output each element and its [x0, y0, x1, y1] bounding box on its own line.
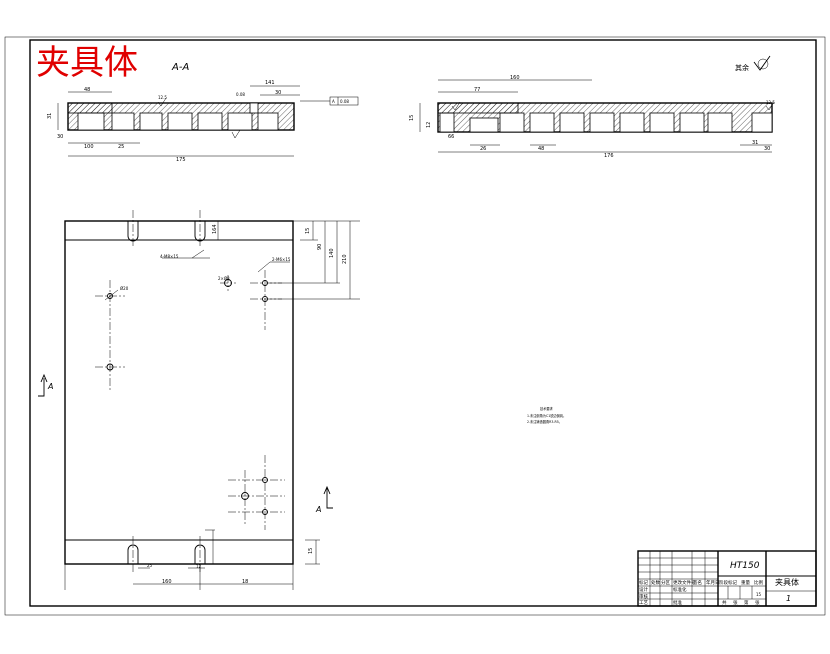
title-block: HT150 夹具体 1 15 标记 处数 分区 更改文件号 签名 年月日 设计 … [637, 550, 817, 607]
svg-text:A: A [47, 382, 53, 391]
part-name: 夹具体 [775, 577, 799, 587]
svg-text:批准: 批准 [673, 599, 682, 606]
svg-text:31: 31 [752, 140, 758, 146]
svg-text:12.5: 12.5 [766, 100, 775, 105]
scale-value: 1 [786, 594, 791, 603]
svg-text:140: 140 [329, 248, 335, 258]
svg-text:25: 25 [118, 144, 124, 150]
weight-value: 15 [756, 592, 762, 597]
svg-text:2×Ø8: 2×Ø8 [218, 276, 230, 281]
plan-view: 15 90 140 210 164 4-M8×15 2-M6×15 2×Ø8 Ø… [38, 210, 360, 590]
svg-text:176: 176 [604, 153, 614, 159]
svg-text:共: 共 [722, 599, 727, 606]
svg-text:其余: 其余 [735, 63, 749, 72]
svg-text:年月日: 年月日 [706, 579, 720, 586]
svg-text:12: 12 [426, 122, 432, 128]
svg-text:1.未注倒角为C1锐边倒钝。: 1.未注倒角为C1锐边倒钝。 [527, 413, 566, 418]
svg-text:工艺: 工艺 [639, 600, 648, 606]
svg-text:210: 210 [342, 254, 348, 264]
inner-frame [29, 39, 817, 607]
svg-text:标准化: 标准化 [673, 586, 687, 593]
outer-border [4, 36, 826, 616]
svg-text:第: 第 [744, 599, 749, 606]
svg-text:141: 141 [265, 80, 275, 86]
svg-text:重量: 重量 [741, 579, 750, 586]
section-label: A-A [171, 62, 189, 73]
svg-text:更改文件号: 更改文件号 [673, 579, 696, 586]
svg-text:30: 30 [275, 90, 281, 96]
svg-text:30: 30 [764, 146, 770, 152]
svg-text:设计: 设计 [639, 586, 648, 593]
material: HT150 [730, 561, 760, 571]
svg-text:90: 90 [317, 244, 323, 250]
red-title: 夹具体 [36, 43, 138, 83]
svg-text:审核: 审核 [639, 593, 648, 600]
technical-notes: 技术要求 1.未注倒角为C1锐边倒钝。 2.未注铸造圆角R3-R5。 [527, 406, 566, 424]
svg-text:48: 48 [84, 87, 90, 93]
svg-text:阶段标记: 阶段标记 [719, 579, 737, 586]
svg-text:15: 15 [305, 228, 311, 234]
svg-text:比例: 比例 [754, 579, 763, 586]
svg-text:张: 张 [733, 599, 738, 606]
svg-text:26: 26 [480, 146, 486, 152]
svg-text:175: 175 [176, 157, 186, 163]
svg-text:15: 15 [409, 115, 415, 121]
svg-text:A: A [315, 505, 321, 514]
svg-text:0.08: 0.08 [236, 92, 245, 97]
svg-text:164: 164 [212, 224, 218, 234]
svg-text:15: 15 [308, 548, 314, 554]
svg-text:张: 张 [755, 599, 760, 606]
svg-text:0.08: 0.08 [340, 99, 349, 104]
svg-text:12.5: 12.5 [158, 95, 167, 100]
svg-text:2.未注铸造圆角R3-R5。: 2.未注铸造圆角R3-R5。 [527, 419, 562, 424]
svg-text:处数: 处数 [651, 579, 660, 586]
svg-text:31: 31 [47, 113, 53, 119]
svg-text:4-M8×15: 4-M8×15 [160, 254, 179, 259]
svg-text:标记: 标记 [639, 579, 648, 586]
svg-text:25: 25 [147, 563, 153, 568]
svg-text:160: 160 [162, 579, 172, 585]
svg-text:66: 66 [448, 134, 454, 140]
svg-text:100: 100 [84, 144, 94, 150]
section-aa-view: 48 141 30 100 25 175 31 30 0.08 A 12.5 0… [47, 80, 359, 163]
section-right-view: 160 77 176 26 48 31 30 15 12 66 12.5 [409, 75, 775, 159]
svg-text:Ø20: Ø20 [120, 286, 129, 291]
svg-text:A: A [332, 99, 335, 104]
svg-text:77: 77 [474, 87, 480, 93]
svg-text:12: 12 [196, 564, 202, 569]
svg-text:分区: 分区 [661, 579, 670, 586]
svg-text:技术要求: 技术要求 [540, 406, 554, 411]
roughness-symbol: 其余 [735, 55, 771, 72]
svg-text:18: 18 [242, 579, 248, 585]
svg-text:2-M6×15: 2-M6×15 [272, 257, 291, 262]
svg-text:48: 48 [538, 146, 544, 152]
svg-text:签名: 签名 [693, 579, 702, 586]
svg-text:30: 30 [57, 134, 63, 140]
svg-text:160: 160 [510, 75, 520, 81]
